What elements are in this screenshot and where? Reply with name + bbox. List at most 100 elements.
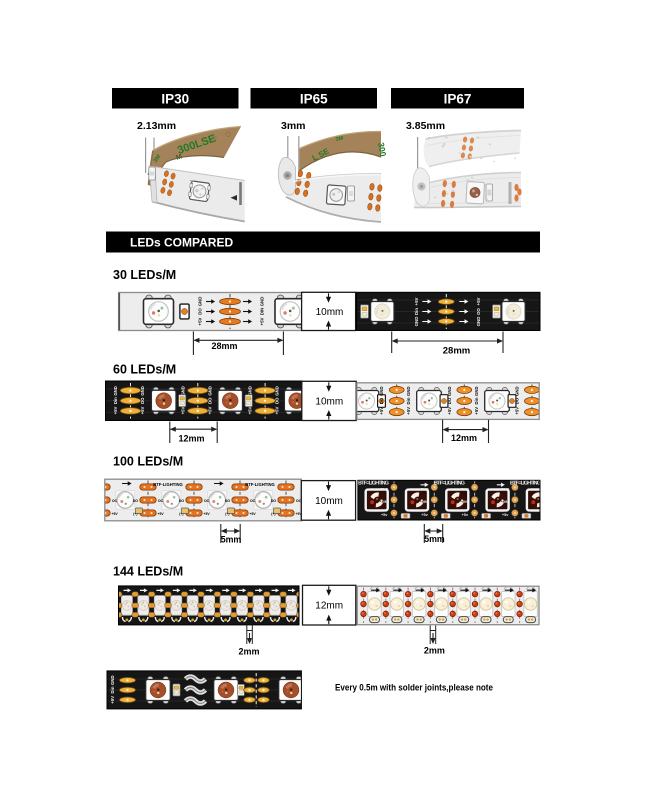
svg-text:OC: OC — [204, 499, 210, 503]
svg-text:DO: DO — [447, 397, 452, 404]
svg-text:IP67: IP67 — [444, 92, 472, 107]
svg-text:30 LEDs/M: 30 LEDs/M — [113, 268, 176, 282]
svg-text:DO: DO — [275, 397, 280, 404]
svg-text:OC: OC — [158, 499, 164, 503]
svg-text:BTF=LIGHTING: BTF=LIGHTING — [434, 480, 465, 486]
svg-text:DIN: DIN — [502, 500, 509, 504]
svg-text:+5V: +5V — [250, 512, 257, 516]
svg-text:10mm: 10mm — [316, 307, 344, 318]
svg-text:DO: DO — [514, 397, 519, 404]
svg-text:12mm: 12mm — [451, 433, 477, 443]
svg-text:GND: GND — [198, 297, 203, 307]
svg-text:DO: DO — [133, 499, 139, 503]
svg-text:GND: GND — [260, 297, 265, 307]
svg-text:(+): (+) — [133, 512, 137, 516]
svg-text:+5V: +5V — [406, 407, 411, 415]
svg-text:10mm: 10mm — [315, 397, 343, 408]
svg-text:GND: GND — [406, 386, 411, 396]
svg-text:+5V: +5V — [260, 317, 265, 325]
svg-text:(+): (+) — [271, 512, 275, 516]
svg-text:GND: GND — [113, 386, 118, 396]
svg-text:DO: DO — [225, 499, 231, 503]
svg-text:IP65: IP65 — [300, 92, 328, 107]
svg-text:28mm: 28mm — [443, 346, 470, 357]
svg-text:+5V: +5V — [204, 512, 211, 516]
svg-text:+5V: +5V — [198, 317, 203, 325]
svg-text:+5V: +5V — [414, 297, 419, 305]
svg-text:GND: GND — [379, 386, 384, 396]
svg-text:DIN: DIN — [421, 500, 428, 504]
svg-text:28mm: 28mm — [211, 341, 237, 351]
svg-text:+5V: +5V — [180, 406, 185, 414]
svg-text:+5V: +5V — [514, 407, 519, 415]
svg-text:+5v: +5v — [381, 513, 388, 517]
svg-text:LEDs COMPARED: LEDs COMPARED — [130, 236, 233, 250]
svg-text:Din: Din — [474, 397, 479, 404]
svg-text:OC: OC — [296, 499, 302, 503]
svg-text:+5v: +5v — [502, 513, 509, 517]
svg-text:DO: DO — [140, 397, 145, 404]
svg-text:BTF=LIGHTING: BTF=LIGHTING — [510, 480, 541, 486]
svg-text:DIN: DIN — [260, 308, 265, 316]
svg-text:DO: DO — [379, 397, 384, 404]
svg-text:+5V: +5V — [474, 407, 479, 415]
svg-text:DO: DO — [179, 499, 185, 503]
svg-text:+5V: +5V — [275, 406, 280, 414]
svg-text:+5V: +5V — [113, 406, 118, 414]
svg-text:(+): (+) — [179, 512, 183, 516]
svg-text:GND: GND — [248, 386, 253, 396]
svg-text:+5V: +5V — [476, 297, 481, 305]
svg-text:DO: DO — [207, 397, 212, 404]
svg-text:DO: DO — [271, 499, 277, 503]
svg-text:5mm: 5mm — [221, 534, 242, 544]
svg-text:100 LEDs/M: 100 LEDs/M — [113, 455, 183, 469]
svg-text:GND: GND — [380, 488, 389, 492]
svg-text:Din: Din — [406, 397, 411, 404]
svg-text:DO: DO — [198, 308, 203, 315]
svg-text:OC: OC — [112, 499, 118, 503]
svg-text:OC: OC — [250, 499, 256, 503]
svg-text:GND: GND — [461, 488, 470, 492]
svg-text:BTF-LIGHTING: BTF-LIGHTING — [153, 482, 183, 487]
svg-text:GND: GND — [476, 317, 481, 327]
svg-text:GND: GND — [447, 386, 452, 396]
svg-text:DIN: DIN — [462, 500, 469, 504]
svg-text:144 LEDs/M: 144 LEDs/M — [113, 565, 183, 579]
svg-text:10mm: 10mm — [315, 496, 343, 507]
svg-text:Every 0.5m with solder joints,: Every 0.5m with solder joints,please not… — [335, 683, 493, 693]
svg-text:12mm: 12mm — [315, 601, 343, 612]
svg-text:BTF=LIGHTING: BTF=LIGHTING — [358, 480, 389, 486]
svg-text:2mm: 2mm — [238, 647, 259, 657]
svg-text:GND: GND — [501, 488, 510, 492]
svg-text:3.85mm: 3.85mm — [406, 120, 445, 132]
svg-text:300: 300 — [376, 142, 388, 158]
svg-text:3mm: 3mm — [281, 120, 306, 132]
svg-text:IP30: IP30 — [161, 92, 189, 107]
svg-text:+5V: +5V — [207, 406, 212, 414]
svg-text:GND: GND — [414, 317, 419, 327]
svg-text:BTF-LIGHTING: BTF-LIGHTING — [245, 482, 275, 487]
svg-text:GND: GND — [275, 386, 280, 396]
svg-text:+5V: +5V — [296, 512, 303, 516]
svg-text:12mm: 12mm — [178, 434, 204, 444]
svg-text:DIN: DIN — [381, 500, 388, 504]
svg-text:+5V: +5V — [248, 406, 253, 414]
svg-text:Din: Din — [113, 397, 118, 404]
svg-text:Din: Din — [110, 686, 115, 693]
svg-text:3M: 3M — [335, 135, 344, 143]
svg-text:+5v: +5v — [462, 513, 469, 517]
svg-text:GND: GND — [180, 386, 185, 396]
svg-text:+5V: +5V — [379, 407, 384, 415]
svg-text:+5V: +5V — [112, 512, 119, 516]
svg-text:GND: GND — [207, 386, 212, 396]
svg-text:Din: Din — [414, 308, 419, 315]
svg-text:GND: GND — [420, 488, 429, 492]
svg-text:2.13mm: 2.13mm — [137, 120, 176, 132]
svg-text:3M: 3M — [153, 154, 163, 164]
svg-text:+5V: +5V — [140, 406, 145, 414]
svg-text:5mm: 5mm — [424, 534, 445, 544]
svg-text:+5V: +5V — [447, 407, 452, 415]
svg-text:+5V: +5V — [158, 512, 165, 516]
svg-text:GND: GND — [474, 386, 479, 396]
svg-text:60 LEDs/M: 60 LEDs/M — [113, 363, 176, 377]
